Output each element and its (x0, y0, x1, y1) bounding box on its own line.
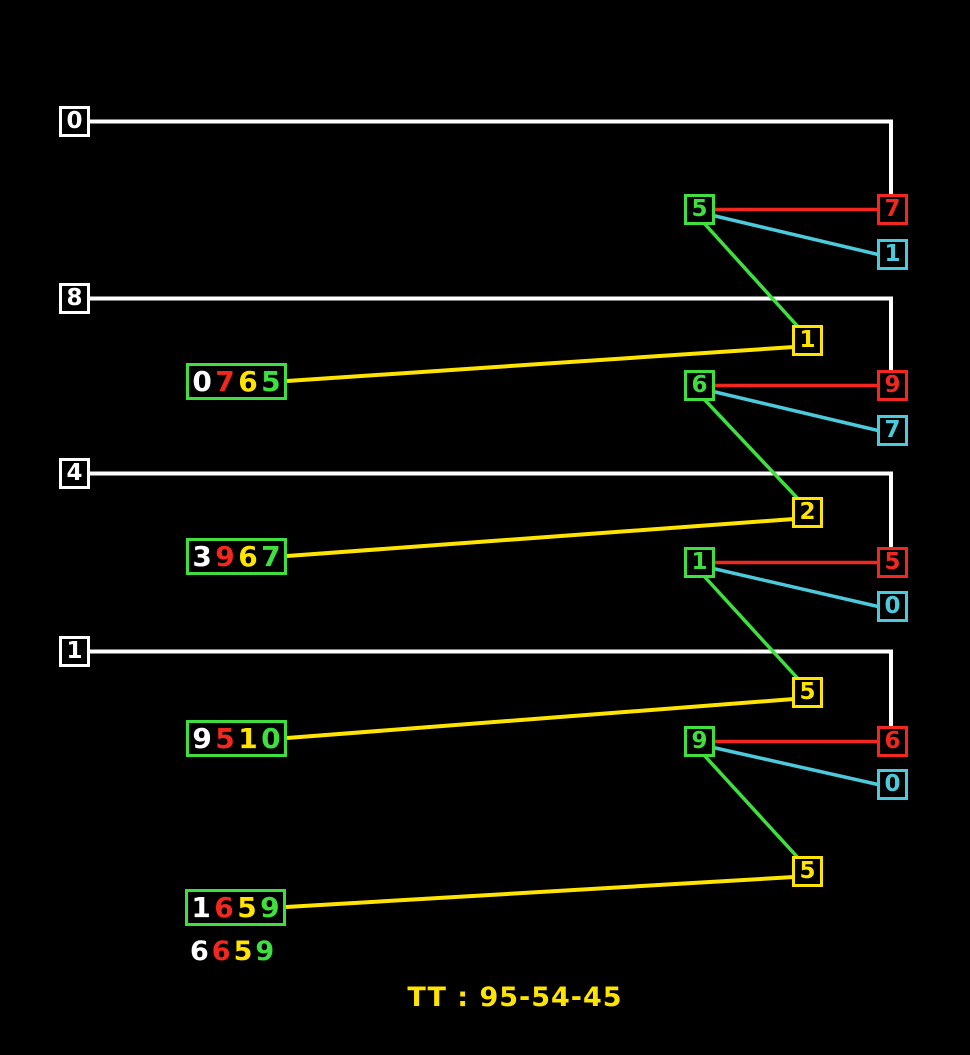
set1-digit-4: 5 (261, 364, 281, 398)
cyan-result-digit-2: 7 (884, 417, 901, 443)
cyan-result-box-2: 7 (877, 415, 908, 446)
green-hub-box-4: 9 (684, 726, 715, 757)
set1-digit-1: 0 (192, 364, 212, 398)
footer-digit-4: 9 (255, 936, 275, 967)
cyan-connector-3 (710, 566, 879, 609)
white-connector-3 (90, 471, 893, 547)
footer-digit-3: 5 (233, 936, 253, 967)
red-result-digit-3: 5 (884, 549, 901, 575)
yellow-connector-2 (286, 517, 795, 558)
yellow-link-digit-1: 1 (799, 327, 816, 353)
set4-digit-3: 5 (237, 890, 257, 924)
green-connector-4 (701, 752, 803, 863)
white-start-digit-3: 4 (66, 460, 83, 486)
footer-digit-1: 6 (190, 936, 209, 967)
cyan-result-digit-1: 1 (884, 241, 901, 267)
red-result-digit-4: 6 (884, 728, 901, 754)
set2-digit-3: 6 (238, 539, 258, 573)
yellow-link-digit-2: 2 (799, 499, 816, 525)
green-connector-2 (701, 396, 803, 504)
set4-digit-4: 9 (260, 890, 280, 924)
green-hub-digit-3: 1 (691, 549, 708, 575)
green-hub-box-2: 6 (684, 370, 715, 401)
yellow-link-box-4: 5 (792, 856, 823, 887)
white-start-box-1: 0 (59, 106, 90, 137)
red-result-digit-2: 9 (884, 372, 901, 398)
yellow-link-box-3: 5 (792, 677, 823, 708)
red-result-box-2: 9 (877, 370, 908, 401)
set1-digit-2: 7 (215, 364, 235, 398)
white-start-digit-2: 8 (66, 285, 83, 311)
white-start-box-3: 4 (59, 458, 90, 489)
yellow-link-box-2: 2 (792, 497, 823, 528)
green-hub-digit-4: 9 (691, 728, 708, 754)
green-hub-digit-1: 5 (691, 196, 708, 222)
cyan-result-box-4: 0 (877, 769, 908, 800)
red-result-box-4: 6 (877, 726, 908, 757)
white-connector-2 (90, 296, 893, 370)
white-start-digit-4: 1 (66, 638, 83, 664)
set2-digit-1: 3 (192, 539, 212, 573)
white-connector-4 (90, 649, 893, 726)
green-hub-digit-2: 6 (691, 372, 708, 398)
cyan-connector-4 (710, 745, 879, 787)
digit-set-box-2: 3 9 6 7 (186, 538, 287, 575)
set3-digit-2: 5 (215, 721, 235, 755)
cyan-result-box-1: 1 (877, 239, 908, 270)
digit-set-box-4: 1 6 5 9 (185, 889, 286, 926)
cyan-connector-1 (710, 213, 879, 257)
green-hub-box-1: 5 (684, 194, 715, 225)
footer-digit-2: 6 (211, 936, 231, 967)
cyan-connector-2 (710, 389, 879, 433)
yellow-link-digit-3: 5 (799, 679, 816, 705)
set4-digit-1: 1 (191, 890, 211, 924)
set1-digit-3: 6 (238, 364, 258, 398)
set2-digit-2: 9 (215, 539, 235, 573)
red-result-digit-1: 7 (884, 196, 901, 222)
cyan-result-box-3: 0 (877, 591, 908, 622)
green-connector-1 (701, 220, 803, 332)
chart-caption: TT : 95-54-45 (407, 982, 623, 1013)
green-hub-box-3: 1 (684, 547, 715, 578)
white-start-box-2: 8 (59, 283, 90, 314)
yellow-link-box-1: 1 (792, 325, 823, 356)
yellow-connector-1 (286, 345, 795, 383)
cyan-result-digit-4: 0 (884, 771, 901, 797)
set3-digit-3: 1 (238, 721, 258, 755)
yellow-connector-3 (286, 697, 795, 740)
cyan-result-digit-3: 0 (884, 593, 901, 619)
set4-digit-2: 6 (214, 890, 234, 924)
digit-set-box-1: 0 7 6 5 (186, 363, 287, 400)
red-result-box-1: 7 (877, 194, 908, 225)
white-start-box-4: 1 (59, 636, 90, 667)
set3-digit-1: 9 (192, 721, 212, 755)
green-connector-3 (701, 573, 803, 684)
white-connector-1 (90, 119, 893, 194)
set3-digit-4: 0 (261, 721, 281, 755)
yellow-link-digit-4: 5 (799, 858, 816, 884)
yellow-connector-4 (285, 875, 795, 909)
digit-set-box-3: 9 5 1 0 (186, 720, 287, 757)
set2-digit-4: 7 (261, 539, 281, 573)
red-result-box-3: 5 (877, 547, 908, 578)
white-start-digit-1: 0 (66, 108, 83, 134)
footer-digit-set: 6 6 5 9 (190, 938, 274, 965)
